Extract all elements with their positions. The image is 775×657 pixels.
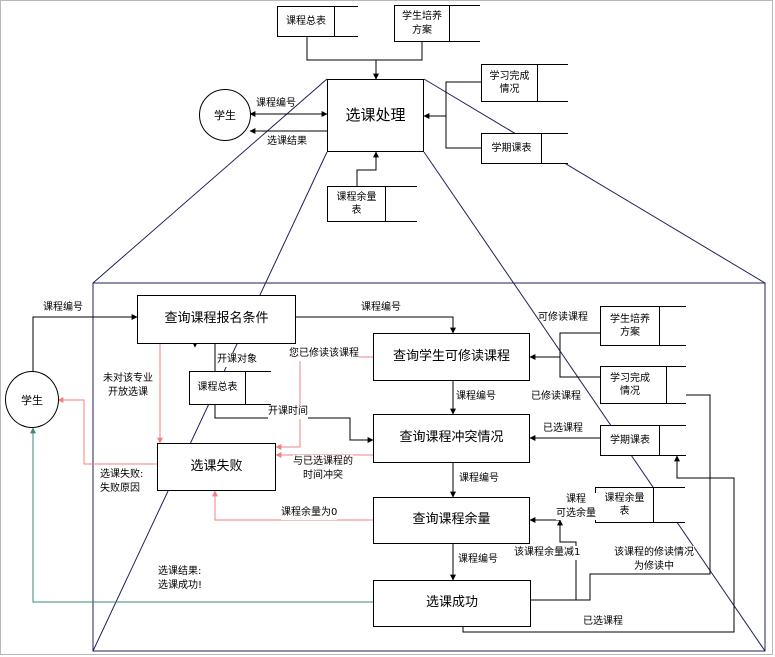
store-label: 学期课表 xyxy=(491,142,532,154)
store-label-line: 方案 xyxy=(412,24,432,36)
store-label: 学期课表 xyxy=(610,434,650,446)
flow-label-course-no-in: 课程编号 xyxy=(43,302,83,313)
store-label-line: 表 xyxy=(351,205,362,216)
store-training-plan-detail: 学生培养 方案 xyxy=(600,306,686,346)
flow-label-course-no-1: 课程编号 xyxy=(361,302,401,313)
store-label-line: 表 xyxy=(619,506,630,517)
label-line: 选课成功! xyxy=(158,579,203,591)
flow-label-open-time: 开课时间 xyxy=(268,405,308,419)
label-line: 选课结果: xyxy=(158,566,202,577)
flow-label-course-no-4: 课程编号 xyxy=(458,554,498,565)
process-label: 查询课程余量 xyxy=(412,512,491,528)
store-label: 课程余量 表 xyxy=(596,488,653,522)
process-label: 选课处理 xyxy=(345,105,406,124)
entity-label: 学生 xyxy=(214,109,236,122)
process-fail: 选课失败 xyxy=(157,443,276,491)
store-label: 学习完成 情况 xyxy=(482,65,537,101)
flow-label-remaining-zero: 课程余量为0 xyxy=(281,506,338,520)
store-label-line: 学生培养 xyxy=(402,11,442,22)
store-label-line: 方案 xyxy=(620,327,640,338)
success-connector xyxy=(30,427,373,603)
process-query-conflict: 查询课程冲突情况 xyxy=(373,414,530,463)
process-label: 查询学生可修读课程 xyxy=(392,348,510,364)
label-line: 与已选课程的 xyxy=(293,456,353,467)
process-query-available: 查询学生可修读课程 xyxy=(373,333,530,381)
flow-label-course-no-2: 课程编号 xyxy=(456,391,496,402)
label-line: 可选余量 xyxy=(556,507,596,519)
label-line: 未对该专业 xyxy=(103,373,153,384)
store-course-list-detail: 课程总表 xyxy=(189,371,271,405)
process-query-remaining: 查询课程余量 xyxy=(373,497,530,544)
store-study-status-detail: 学习完成 情况 xyxy=(600,366,686,404)
store-semester-table-detail: 学期课表 xyxy=(600,425,686,456)
flow-label-selected-course-1: 已选课程 xyxy=(543,423,583,434)
store-semester-table-top: 学期课表 xyxy=(481,133,568,164)
process-label: 查询课程报名条件 xyxy=(164,311,269,327)
flow-label-course-no-top: 课程编号 xyxy=(256,98,296,109)
entity-label: 学生 xyxy=(21,393,43,407)
label-line: 为修读中 xyxy=(634,560,674,572)
store-label: 学习完成 情况 xyxy=(601,367,659,403)
flow-label-already-taken: 您已修读该课程 xyxy=(289,347,359,361)
flow-label-not-open: 未对该专业 开放选课 xyxy=(103,372,153,399)
process-label: 选课失败 xyxy=(190,458,243,474)
store-label-line: 学习完成 xyxy=(610,372,650,384)
flow-label-remaining-minus: 该课程余量减1 xyxy=(514,546,581,560)
store-training-plan-top: 学生培养 方案 xyxy=(394,5,480,42)
process-query-conditions: 查询课程报名条件 xyxy=(137,295,296,344)
store-label-line: 情况 xyxy=(620,386,640,397)
store-label: 课程总表 xyxy=(286,15,326,27)
entity-student-top: 学生 xyxy=(199,89,251,141)
flow-label-selected-course-2: 已选课程 xyxy=(583,615,623,629)
flow-label-fail-reason: 选课失败: 失败原因 xyxy=(100,468,144,495)
process-success: 选课成功 xyxy=(373,580,531,627)
flow-label-taken-course: 已修读课程 xyxy=(531,390,581,404)
label-line: 失败原因 xyxy=(100,482,140,494)
store-label: 课程总表 xyxy=(197,382,238,394)
store-label: 课程余量 表 xyxy=(328,187,385,221)
flow-label-course-no-3: 课程编号 xyxy=(459,473,499,484)
store-study-status-top: 学习完成 情况 xyxy=(481,64,568,102)
store-label-line: 课程余量 xyxy=(336,191,377,203)
label-line: 时间冲突 xyxy=(303,469,343,481)
flow-label-status-update: 该课程的修读情况 为修读中 xyxy=(614,546,694,573)
store-label: 学生培养 方案 xyxy=(601,307,659,345)
process-label: 选课成功 xyxy=(425,595,478,611)
flow-label-success-result: 选课结果: 选课成功! xyxy=(158,565,203,592)
store-remaining-detail: 课程余量 表 xyxy=(595,487,685,523)
label-line: 开放选课 xyxy=(108,386,148,398)
label-line: 该课程的修读情况 xyxy=(614,547,694,558)
flow-label-result-top: 选课结果 xyxy=(267,136,307,147)
process-label: 查询课程冲突情况 xyxy=(399,430,504,446)
flow-label-time-conflict: 与已选课程的 时间冲突 xyxy=(293,455,353,482)
flow-label-remaining-course: 课程 可选余量 xyxy=(556,493,596,520)
store-label-line: 学习完成 xyxy=(489,70,530,82)
flow-label-open-to: 开课对象 xyxy=(217,353,257,367)
store-label-line: 学生培养 xyxy=(610,313,650,325)
label-line: 课程 xyxy=(566,494,586,505)
store-label-line: 课程余量 xyxy=(604,492,645,504)
store-label-line: 情况 xyxy=(499,84,520,95)
store-remaining-top: 课程余量 表 xyxy=(327,186,417,222)
process-course-selection: 选课处理 xyxy=(327,79,424,152)
flow-label-available-course: 可修读课程 xyxy=(538,312,588,323)
store-course-list-top: 课程总表 xyxy=(277,6,358,37)
label-line: 选课失败: xyxy=(100,469,144,480)
zoom-projection xyxy=(92,78,766,652)
store-label: 学生培养 方案 xyxy=(395,6,449,41)
entity-student-detail: 学生 xyxy=(5,371,59,428)
